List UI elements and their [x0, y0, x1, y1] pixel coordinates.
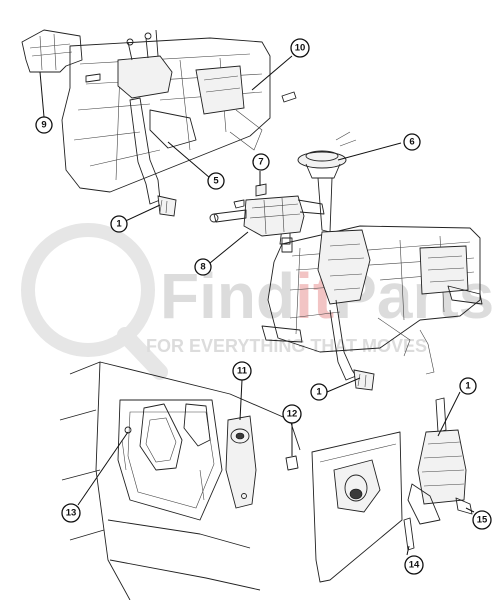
callout-12: 12 [282, 404, 302, 424]
callout-label: 1 [465, 381, 471, 392]
callout-label: 9 [41, 120, 46, 131]
lower-transmission-assembly [261, 131, 483, 391]
callout-label: 14 [409, 560, 420, 571]
callout-1-middle: 1 [310, 383, 328, 401]
leader-lines [39, 55, 475, 556]
callout-label: 11 [237, 366, 248, 377]
upper-transmission-assembly [21, 29, 297, 217]
callout-5: 5 [207, 172, 225, 190]
callout-7: 7 [252, 153, 270, 171]
watermark-brand-prefix: Find [160, 260, 295, 332]
callout-1-lower: 1 [459, 377, 477, 395]
callout-label: 1 [316, 387, 322, 398]
boot-assembly [311, 397, 473, 583]
callout-label: 13 [66, 508, 77, 519]
callout-label: 15 [477, 515, 488, 526]
callout-10: 10 [290, 38, 310, 58]
callout-label: 7 [258, 157, 263, 168]
callout-15: 15 [472, 510, 492, 530]
callout-8: 8 [194, 258, 212, 276]
floor-console-assembly [59, 361, 301, 600]
callout-label: 10 [295, 43, 306, 54]
watermark-tagline: FOR EVERYTHING THAT MOVES [146, 336, 427, 356]
callout-9: 9 [35, 116, 53, 134]
callout-label: 1 [116, 219, 122, 230]
callout-6: 6 [403, 133, 421, 151]
magnifier-logo-icon [21, 223, 168, 380]
callout-1-upper: 1 [110, 215, 128, 233]
callout-label: 6 [409, 137, 414, 148]
callout-label: 12 [287, 409, 298, 420]
callout-11: 11 [232, 361, 252, 381]
callout-label: 8 [200, 262, 205, 273]
switch-assembly [209, 183, 325, 253]
callout-label: 5 [213, 176, 219, 187]
callout-14: 14 [404, 555, 424, 575]
callout-13: 13 [61, 503, 81, 523]
